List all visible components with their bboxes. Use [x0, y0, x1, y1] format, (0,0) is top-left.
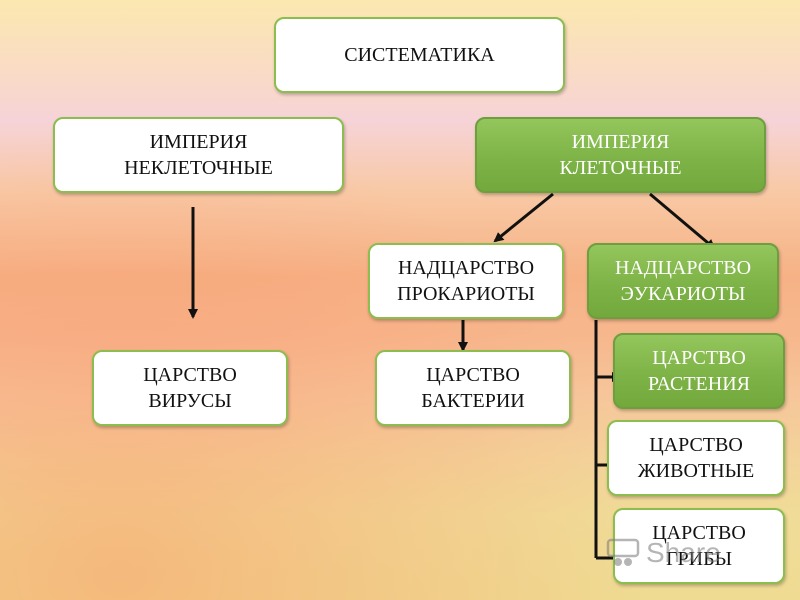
- node-kingdom-animals: ЦАРСТВО ЖИВОТНЫЕ: [607, 420, 785, 496]
- arrow-cellular-to-prokaryotes: [493, 192, 554, 243]
- node-kingdom-plants: ЦАРСТВО РАСТЕНИЯ: [613, 333, 785, 409]
- node-kingdom-fungi: ЦАРСТВО ГРИБЫ: [613, 508, 785, 584]
- node-empire-cellular: ИМПЕРИЯ КЛЕТОЧНЫЕ: [475, 117, 766, 193]
- watermark-text: Share: [646, 537, 721, 568]
- node-superkingdom-prokaryotes: НАДЦАРСТВО ПРОКАРИОТЫ: [368, 243, 564, 319]
- slideshare-watermark: Share: [606, 530, 776, 576]
- node-kingdom-viruses: ЦАРСТВО ВИРУСЫ: [92, 350, 288, 426]
- node-superkingdom-eukaryotes: НАДЦАРСТВО ЭУКАРИОТЫ: [587, 243, 779, 319]
- slideshare-logo-icon: [606, 538, 640, 566]
- node-kingdom-bacteria: ЦАРСТВО БАКТЕРИИ: [375, 350, 571, 426]
- arrow-cellular-to-eukaryotes: [649, 192, 716, 250]
- node-empire-noncellular: ИМПЕРИЯ НЕКЛЕТОЧНЫЕ: [53, 117, 344, 193]
- root-node-systematics: СИСТЕМАТИКА: [274, 17, 565, 93]
